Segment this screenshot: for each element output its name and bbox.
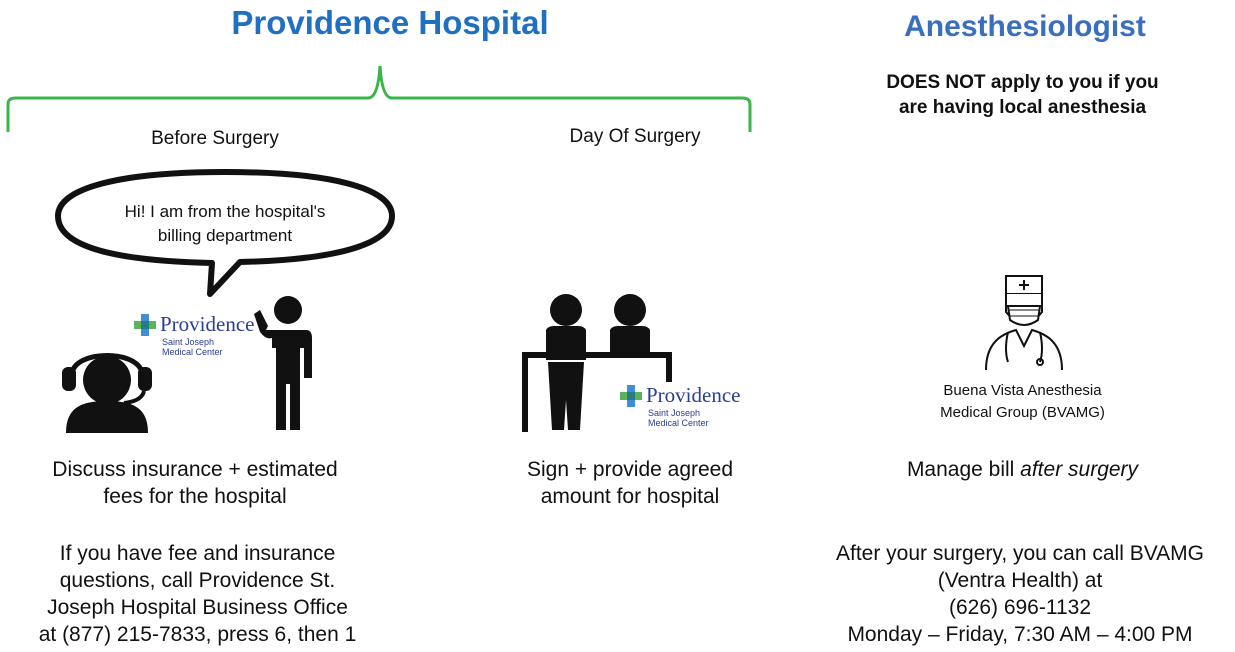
hospital-contact-info: If you have fee and insurance questions,… — [0, 540, 395, 648]
providence-cross-icon — [134, 314, 156, 336]
group-line-2: Medical Group (BVAMG) — [940, 404, 1105, 421]
anesthesiologist-title: Anesthesiologist — [904, 10, 1146, 43]
providence-cross-icon — [620, 385, 642, 407]
providence-logo-day: Providence Saint Joseph Medical Center — [620, 383, 750, 435]
day-desc-line-2: amount for hospital — [540, 485, 720, 508]
note-line-2: are having local anesthesia — [898, 97, 1147, 118]
logo-sub-line-2: Medical Center — [162, 347, 223, 357]
hospital-contact-line-2: questions, call Providence St. — [59, 569, 336, 592]
anesthesia-group-name: Buena Vista Anesthesia Medical Group (BV… — [900, 380, 1145, 424]
logo-sub-line-1: Saint Joseph — [648, 408, 701, 418]
hospital-contact-line-3: Joseph Hospital Business Office — [47, 596, 348, 619]
bubble-line-2: billing department — [157, 226, 293, 245]
logo-sub-line-1: Saint Joseph — [162, 337, 215, 347]
day-desc-line-1: Sign + provide agreed — [526, 458, 734, 481]
hospital-title: Providence Hospital — [231, 4, 549, 41]
headset-agent-icon — [62, 353, 162, 433]
logo-sub-line-2: Medical Center — [648, 418, 709, 428]
bubble-text: Hi! I am from the hospital's billing dep… — [80, 200, 370, 248]
doctor-with-mask-icon — [985, 275, 1063, 371]
group-line-1: Buena Vista Anesthesia — [943, 382, 1102, 399]
day-of-surgery-heading: Day Of Surgery — [569, 126, 701, 147]
bvamg-contact-line-2: (Ventra Health) at — [937, 569, 1103, 592]
bvamg-contact-info: After your surgery, you can call BVAMG (… — [805, 540, 1235, 648]
bvamg-contact-line-1: After your surgery, you can call BVAMG — [835, 542, 1205, 565]
logo-name: Providence — [160, 312, 255, 336]
before-surgery-description: Discuss insurance + estimated fees for t… — [10, 456, 380, 510]
day-of-surgery-description: Sign + provide agreed amount for hospita… — [460, 456, 800, 510]
before-surgery-heading: Before Surgery — [151, 128, 279, 149]
speech-bubble-icon — [55, 169, 395, 297]
phone-caller-icon — [254, 296, 312, 430]
bvamg-hours: Monday – Friday, 7:30 AM – 4:00 PM — [847, 623, 1193, 646]
manage-emphasis: after surgery — [1020, 458, 1139, 481]
before-desc-line-2: fees for the hospital — [103, 485, 287, 508]
bvamg-phone: (626) 696-1132 — [948, 596, 1092, 619]
note-line-1: DOES NOT apply to you if you — [886, 72, 1159, 93]
curly-brace-icon — [6, 65, 752, 132]
logo-sub: Saint Joseph Medical Center — [648, 408, 709, 428]
logo-name: Providence — [646, 383, 741, 407]
bubble-line-1: Hi! I am from the hospital's — [124, 202, 326, 221]
logo-sub: Saint Joseph Medical Center — [162, 337, 223, 357]
hospital-contact-line-4: at (877) 215-7833, press 6, then 1 — [38, 623, 357, 646]
reception-desk-icon — [522, 294, 672, 432]
before-desc-line-1: Discuss insurance + estimated — [52, 458, 338, 481]
manage-bill-text: Manage bill after surgery — [860, 456, 1185, 483]
providence-logo-before: Providence Saint Joseph Medical Center — [134, 312, 264, 364]
anesthesia-note: DOES NOT apply to you if you are having … — [830, 70, 1215, 120]
hospital-contact-line-1: If you have fee and insurance — [59, 542, 336, 565]
manage-prefix: Manage bill — [906, 458, 1021, 481]
